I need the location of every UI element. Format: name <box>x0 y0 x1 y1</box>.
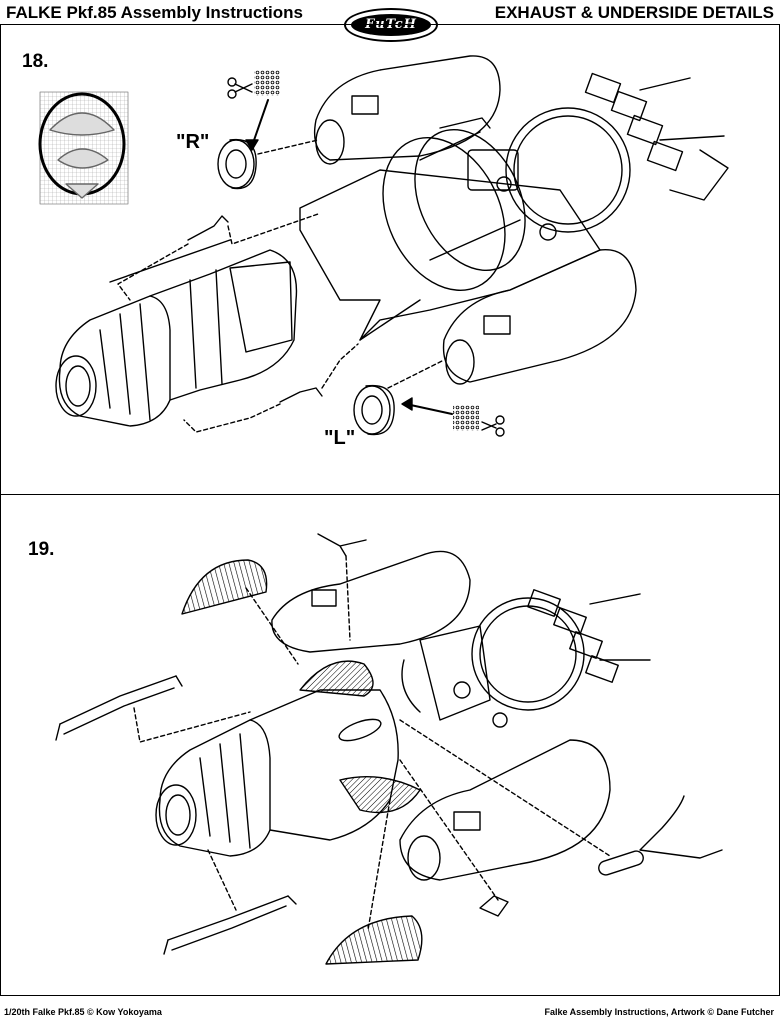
exhaust-cap-r <box>217 138 257 190</box>
handrail-bottom <box>163 895 297 955</box>
part-label-l: "L" <box>324 427 356 449</box>
step-18-number: 18. <box>22 51 49 72</box>
fuselage-body-19 <box>271 550 651 881</box>
futch-logo: FuTcH <box>344 8 438 42</box>
pipe-handle <box>598 795 723 876</box>
exhaust-nozzle-19 <box>155 659 421 857</box>
fuselage-body-18 <box>299 55 729 385</box>
part-label-r: "R" <box>176 131 210 153</box>
document-title: FALKE Pkf.85 Assembly Instructions <box>6 3 303 22</box>
exhaust-cap-l <box>353 384 395 436</box>
bracket-top <box>317 533 367 557</box>
section-title: EXHAUST & UNDERSIDE DETAILS <box>494 3 774 22</box>
handrail-left <box>55 675 183 741</box>
footer-copyright-left: 1/20th Falke Pkf.85 © Kow Yokoyama <box>4 1007 162 1017</box>
exhaust-nozzle-18 <box>55 239 298 427</box>
footer-copyright-right: Falke Assembly Instructions, Artwork © D… <box>544 1007 774 1017</box>
small-bracket-right <box>479 895 509 917</box>
mesh-template-inset <box>38 91 129 205</box>
step-19-number: 19. <box>28 539 55 560</box>
scissors-mesh-r <box>227 70 280 151</box>
header-bar: FALKE Pkf.85 Assembly Instructions EXHAU… <box>0 0 780 26</box>
ribbed-cover-top <box>181 559 268 615</box>
step-divider <box>0 494 780 495</box>
scissors-mesh-l <box>401 397 505 437</box>
ribbed-cover-bottom <box>325 915 423 965</box>
